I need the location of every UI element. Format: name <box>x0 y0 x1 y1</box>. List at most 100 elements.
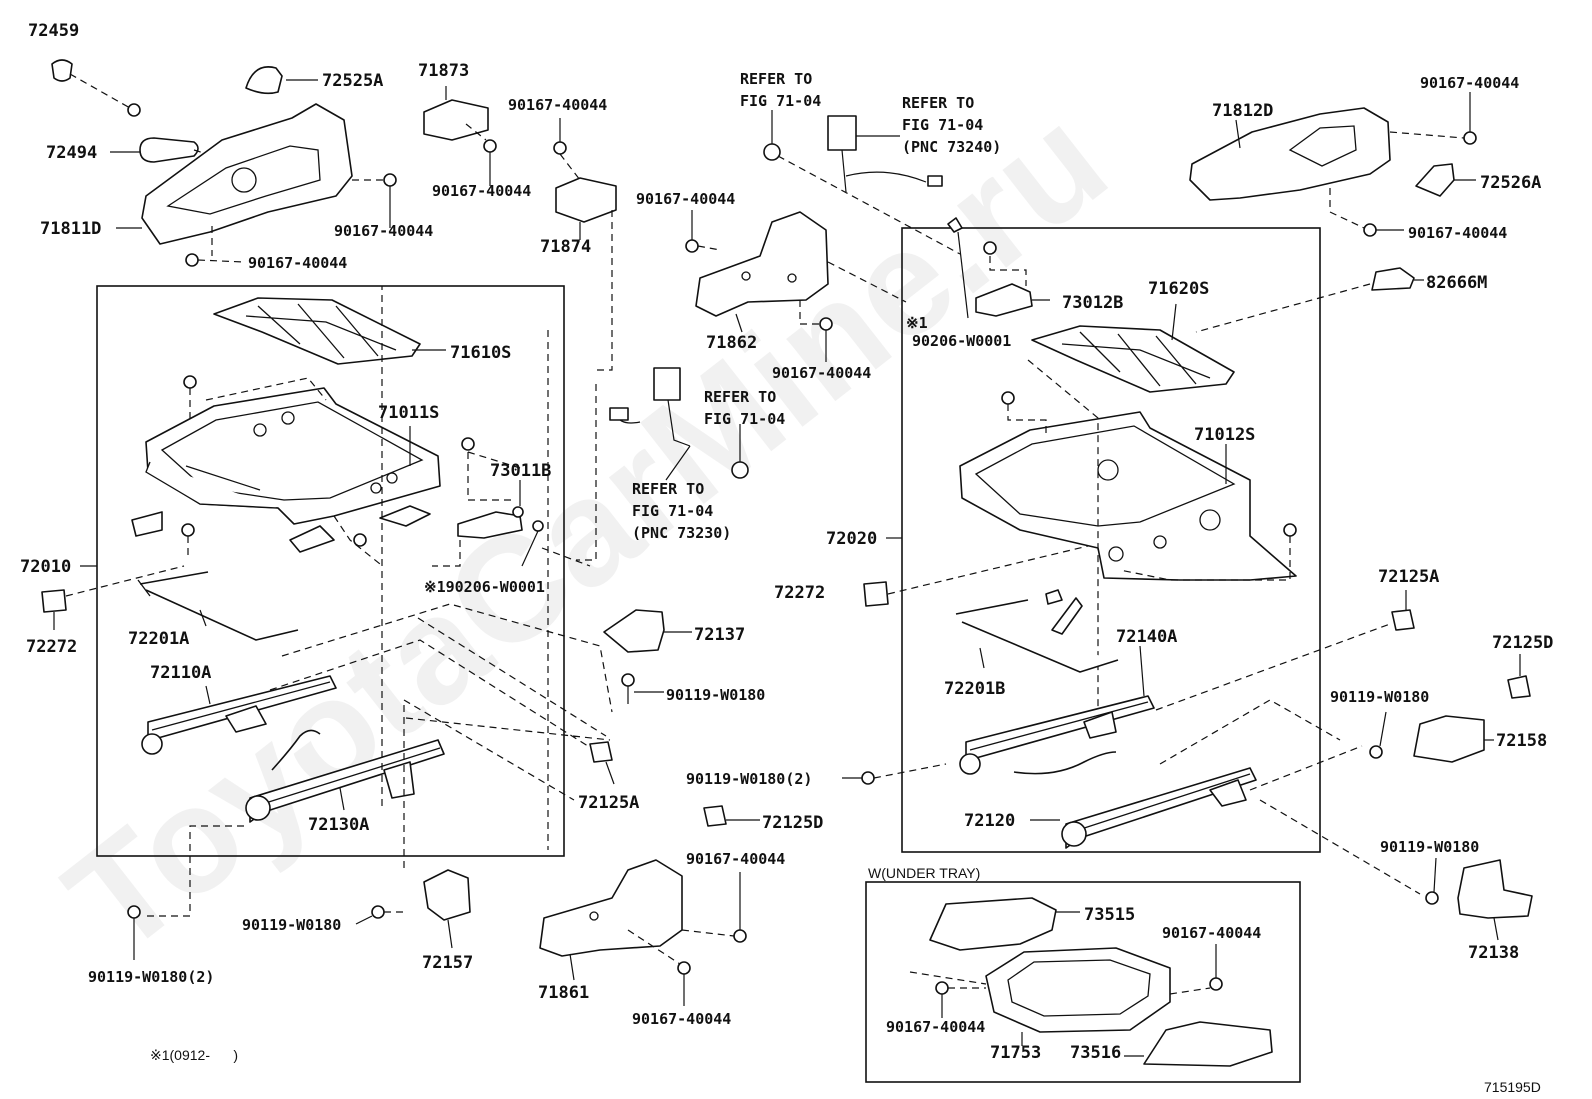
label-90167-i: 90167-40044 <box>686 850 785 868</box>
label-71811D: 71811D <box>40 219 101 239</box>
clip-72272-right-shape <box>863 581 889 607</box>
label-71011S: 71011S <box>378 403 439 423</box>
track-72120-shape <box>1065 767 1257 849</box>
harness-72201B-shape <box>955 599 1119 673</box>
harness-72201A-shape <box>139 571 299 641</box>
label-71812D: 71812D <box>1212 101 1273 121</box>
label-72272-left: 72272 <box>26 637 77 657</box>
bracket-73012B-shape <box>975 283 1033 317</box>
label-90167-c: 90167-40044 <box>508 96 607 114</box>
cover-72158-shape <box>1413 715 1485 763</box>
cover-72526A-shape <box>1415 163 1455 197</box>
label-71861: 71861 <box>538 983 589 1003</box>
label-90119-b: 90119-W0180(2) <box>686 770 812 788</box>
track-72130A-shape <box>249 739 445 823</box>
under-tray-group-box <box>865 881 1301 1083</box>
reference-notes: REFER TO FIG 71-04 REFER TO FIG 71-04 (P… <box>632 70 1001 542</box>
ref3-line1: REFER TO <box>704 388 776 406</box>
label-90119-e: 90119-W0180 <box>1330 688 1429 706</box>
buckle-73230-shape <box>653 367 681 401</box>
label-72459: 72459 <box>28 21 79 41</box>
under-tray-title: W(UNDER TRAY) <box>868 865 980 881</box>
bracket-73515-shape <box>929 897 1057 951</box>
track-72140A-shape <box>965 695 1155 769</box>
label-73515: 73515 <box>1084 905 1135 925</box>
clip-72125D-right-shape <box>1507 675 1531 699</box>
label-71862: 71862 <box>706 333 757 353</box>
buckle-73240-shape <box>827 115 857 151</box>
shield-71861-shape <box>539 859 683 957</box>
lever-72494-shape <box>139 137 199 163</box>
label-90206: 90206-W0001 <box>912 332 1011 350</box>
label-90167-k: 90167-40044 <box>1162 924 1261 942</box>
label-90167-a: 90167-40044 <box>334 222 433 240</box>
label-90167-l: 90167-40044 <box>886 1018 985 1036</box>
label-72010: 72010 <box>20 557 71 577</box>
bracket-73011B-shape <box>457 511 523 539</box>
label-73011B: 73011B <box>490 461 551 481</box>
shield-71862-shape <box>695 211 829 317</box>
label-73516: 73516 <box>1070 1043 1121 1063</box>
label-71753: 71753 <box>990 1043 1041 1063</box>
cap-72459-shape <box>51 59 73 82</box>
label-72110A: 72110A <box>150 663 211 683</box>
label-90167-b: 90167-40044 <box>248 254 347 272</box>
label-71610S: 71610S <box>450 343 511 363</box>
right-track-group-box <box>901 227 1321 853</box>
label-72201A: 72201A <box>128 629 189 649</box>
label-72525A: 72525A <box>322 71 383 91</box>
label-72157: 72157 <box>422 953 473 973</box>
ref2-line3: (PNC 73240) <box>902 138 1001 156</box>
label-72140A: 72140A <box>1116 627 1177 647</box>
figure-id: 715195D <box>1484 1079 1541 1095</box>
label-82666M: 82666M <box>1426 273 1487 293</box>
label-90119-d: 90119-W0180(2) <box>88 968 214 986</box>
label-90119-f: 90119-W0180 <box>1380 838 1479 856</box>
label-72020: 72020 <box>826 529 877 549</box>
ref2-line2: FIG 71-04 <box>902 116 983 134</box>
cover-72138-shape <box>1457 859 1533 919</box>
knob-72525A-shape <box>245 66 283 95</box>
label-72494: 72494 <box>46 143 97 163</box>
label-72272-right: 72272 <box>774 583 825 603</box>
label-72125D-center: 72125D <box>762 813 823 833</box>
clip-82666M-shape <box>1371 267 1415 291</box>
ref4-line2: FIG 71-04 <box>632 502 713 520</box>
ref1-line2: FIG 71-04 <box>740 92 821 110</box>
label-72130A: 72130A <box>308 815 369 835</box>
label-71873: 71873 <box>418 61 469 81</box>
label-72526A: 72526A <box>1480 173 1541 193</box>
ref1-line1: REFER TO <box>740 70 812 88</box>
label-90167-e: 90167-40044 <box>636 190 735 208</box>
label-72158: 72158 <box>1496 731 1547 751</box>
ref2-line1: REFER TO <box>902 94 974 112</box>
label-72125A-center: 72125A <box>578 793 639 813</box>
label-71012S: 71012S <box>1194 425 1255 445</box>
label-90119-a: 90119-W0180 <box>666 686 765 704</box>
label-90167-f: 90167-40044 <box>772 364 871 382</box>
ref3-line2: FIG 71-04 <box>704 410 785 428</box>
ref4-line1: REFER TO <box>632 480 704 498</box>
label-90119-c: 90119-W0180 <box>242 916 341 934</box>
label-90167-j: 90167-40044 <box>632 1010 731 1028</box>
cover-72157-shape <box>423 869 471 921</box>
clip-72125D-center-shape <box>703 805 727 827</box>
bracket-71873-shape <box>423 99 489 141</box>
footnote: ※1(0912- ) <box>150 1047 238 1063</box>
clip-72125A-center-shape <box>589 741 613 763</box>
label-72125D-right: 72125D <box>1492 633 1553 653</box>
label-73012B: 73012B <box>1062 293 1123 313</box>
label-90167-g: 90167-40044 <box>1420 74 1519 92</box>
label-72138: 72138 <box>1468 943 1519 963</box>
label-star1: ※1 <box>906 314 928 332</box>
label-72125A-right: 72125A <box>1378 567 1439 587</box>
label-72137: 72137 <box>694 625 745 645</box>
label-190206: ※190206-W0001 <box>424 578 545 596</box>
label-90167-h: 90167-40044 <box>1408 224 1507 242</box>
clip-72272-left-shape <box>41 589 67 613</box>
screw-shape <box>127 103 141 117</box>
clip-72125A-right-shape <box>1391 609 1415 631</box>
bracket-73516-shape <box>1143 1021 1273 1067</box>
ref4-line3: (PNC 73230) <box>632 524 731 542</box>
